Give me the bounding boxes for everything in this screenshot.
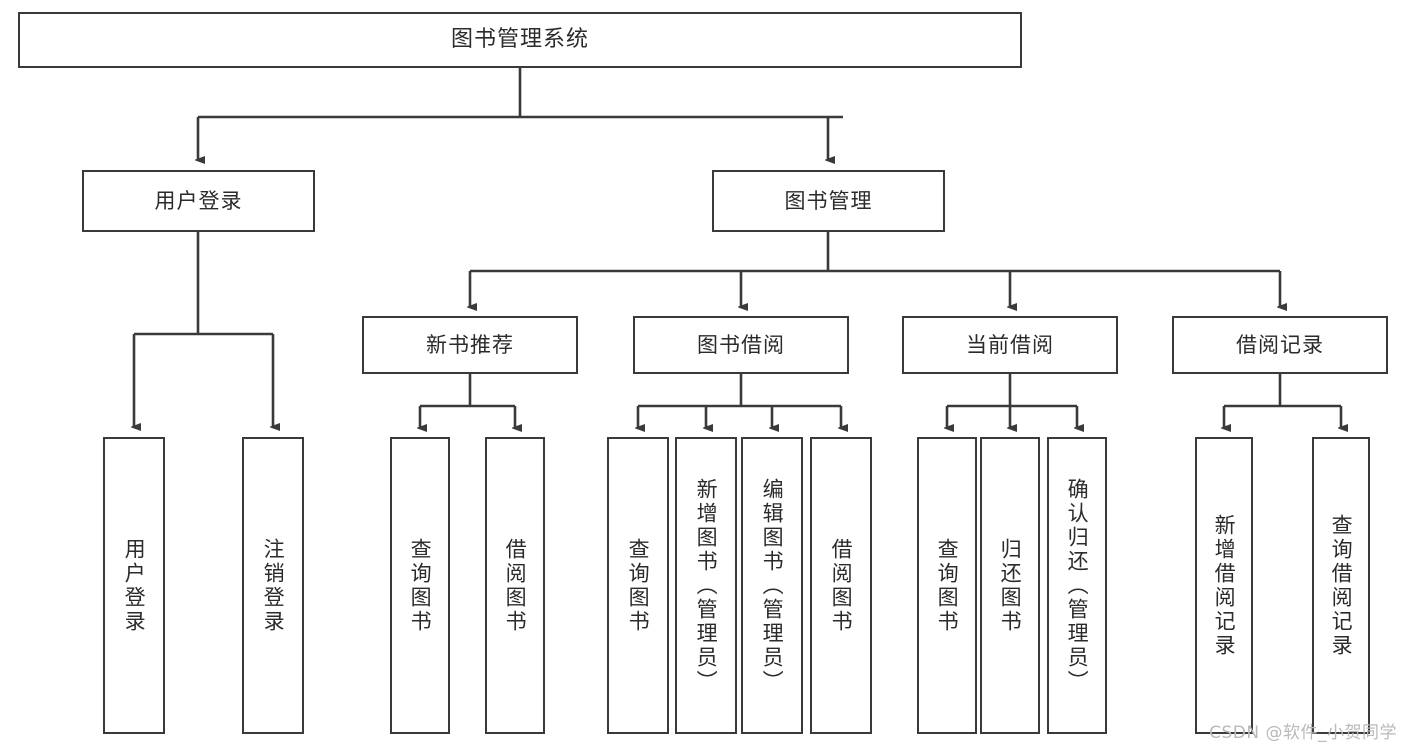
node-leaf-query-book-2[interactable]: 查询图书 (607, 437, 669, 734)
node-leaf-logout[interactable]: 注销登录 (242, 437, 304, 734)
node-leaf-confirm-return-label: 确认归还（管理员） (1065, 477, 1090, 694)
node-leaf-confirm-return[interactable]: 确认归还（管理员） (1047, 437, 1107, 734)
node-leaf-borrow-book-1[interactable]: 借阅图书 (485, 437, 545, 734)
node-leaf-add-book-label: 新增图书（管理员） (694, 477, 719, 694)
node-current-borrow[interactable]: 当前借阅 (902, 316, 1118, 374)
watermark: CSDN @软件_小贺同学 (1209, 723, 1397, 743)
node-leaf-query-record[interactable]: 查询借阅记录 (1312, 437, 1370, 734)
node-leaf-query-book-1[interactable]: 查询图书 (390, 437, 450, 734)
node-root-label: 图书管理系统 (450, 27, 589, 53)
node-leaf-edit-book-label: 编辑图书（管理员） (760, 477, 785, 694)
node-leaf-query-book-3[interactable]: 查询图书 (917, 437, 977, 734)
node-borrow-record[interactable]: 借阅记录 (1172, 316, 1388, 374)
node-new-book-recommend[interactable]: 新书推荐 (362, 316, 578, 374)
node-leaf-query-book-3-label: 查询图书 (935, 537, 960, 634)
node-leaf-user-login[interactable]: 用户登录 (103, 437, 165, 734)
node-leaf-query-book-1-label: 查询图书 (408, 537, 433, 634)
node-leaf-add-record-label: 新增借阅记录 (1212, 513, 1237, 658)
node-leaf-borrow-book-2[interactable]: 借阅图书 (810, 437, 872, 734)
node-root[interactable]: 图书管理系统 (18, 12, 1022, 68)
node-leaf-return-book[interactable]: 归还图书 (980, 437, 1040, 734)
node-user-login-label: 用户登录 (154, 188, 243, 213)
node-leaf-borrow-book-2-label: 借阅图书 (829, 537, 854, 634)
node-book-borrow-label: 图书借阅 (697, 332, 785, 357)
node-leaf-logout-label: 注销登录 (261, 537, 286, 634)
node-leaf-query-record-label: 查询借阅记录 (1329, 513, 1354, 658)
node-leaf-return-book-label: 归还图书 (998, 537, 1023, 634)
node-leaf-edit-book[interactable]: 编辑图书（管理员） (741, 437, 803, 734)
node-leaf-query-book-2-label: 查询图书 (626, 537, 651, 634)
node-current-borrow-label: 当前借阅 (966, 332, 1054, 357)
node-user-login[interactable]: 用户登录 (82, 170, 315, 232)
node-borrow-record-label: 借阅记录 (1236, 332, 1324, 357)
node-book-manage[interactable]: 图书管理 (712, 170, 945, 232)
node-book-manage-label: 图书管理 (784, 188, 873, 213)
node-book-borrow[interactable]: 图书借阅 (633, 316, 849, 374)
node-leaf-add-record[interactable]: 新增借阅记录 (1195, 437, 1253, 734)
node-leaf-user-login-label: 用户登录 (122, 537, 147, 634)
node-leaf-borrow-book-1-label: 借阅图书 (503, 537, 528, 634)
node-leaf-add-book[interactable]: 新增图书（管理员） (675, 437, 737, 734)
node-new-book-recommend-label: 新书推荐 (426, 332, 514, 357)
